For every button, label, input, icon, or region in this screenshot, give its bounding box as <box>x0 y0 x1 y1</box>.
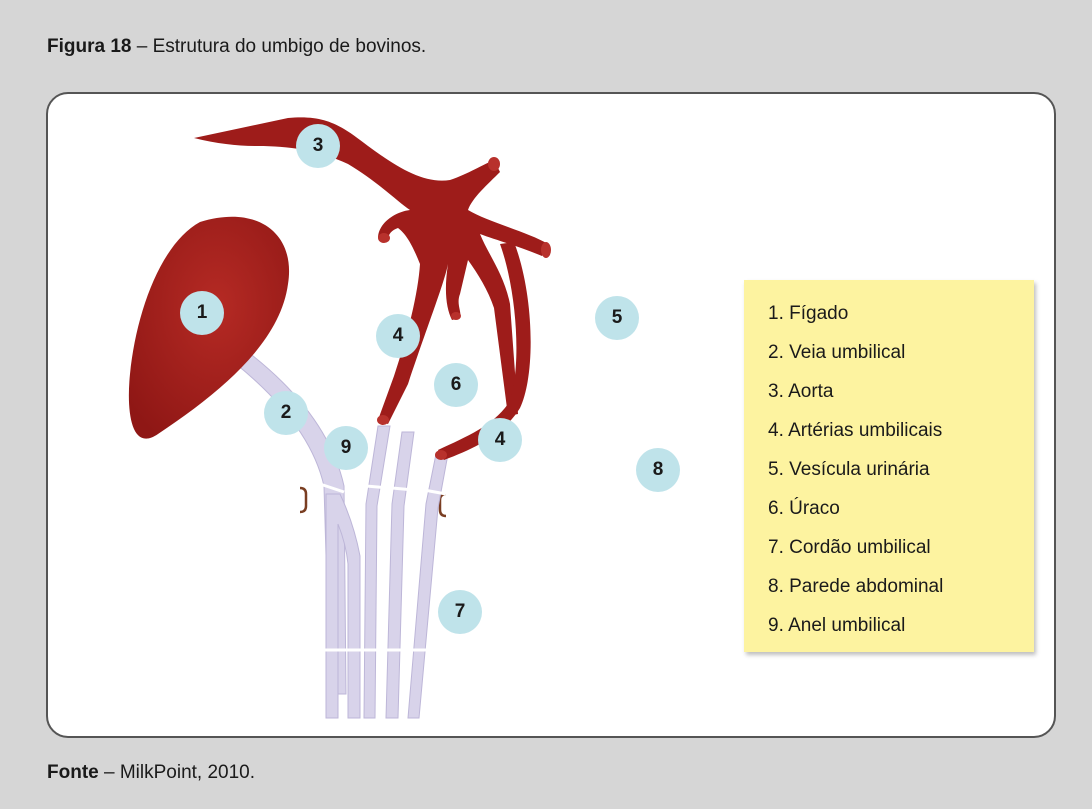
figure-source-text: – MilkPoint, 2010. <box>98 762 256 783</box>
legend-item: 9. Anel umbilical <box>768 615 906 636</box>
legend-item: 6. Úraco <box>768 498 840 519</box>
abdominal-wall-left <box>90 486 308 514</box>
badge-3-aorta: 3 <box>296 124 340 168</box>
badge-6-urachus: 6 <box>434 363 478 407</box>
badge-4-umbilical-artery-right: 4 <box>478 418 522 462</box>
legend-box: 1. Fígado 2. Veia umbilical 3. Aorta 4. … <box>744 280 1034 652</box>
umbilical-cord-tubes <box>325 425 449 719</box>
legend-item: 4. Artérias umbilicais <box>768 420 943 441</box>
figure-caption: Figura 18 – Estrutura do umbigo de bovin… <box>47 36 426 58</box>
legend-item: 2. Veia umbilical <box>768 342 906 363</box>
badge-5-urinary-bladder: 5 <box>595 296 639 340</box>
diagram-panel: 1 2 3 4 4 5 6 7 8 9 1. Fígado 2. Veia um… <box>46 92 1056 738</box>
badge-8-abdominal-wall: 8 <box>636 448 680 492</box>
legend-item: 8. Parede abdominal <box>768 576 944 597</box>
legend-item: 7. Cordão umbilical <box>768 537 931 558</box>
umbilical-arteries <box>377 242 531 460</box>
figure-source: Fonte – MilkPoint, 2010. <box>47 762 255 784</box>
cord-section-breaks <box>316 482 447 652</box>
badge-4-umbilical-artery-left: 4 <box>376 314 420 358</box>
badge-9-umbilical-ring: 9 <box>324 426 368 470</box>
legend-item: 1. Fígado <box>768 303 849 324</box>
aorta <box>194 117 551 424</box>
legend-item: 3. Aorta <box>768 381 834 402</box>
legend-list: 1. Fígado 2. Veia umbilical 3. Aorta 4. … <box>768 294 1034 645</box>
figure-caption-text: – Estrutura do umbigo de bovinos. <box>131 36 427 57</box>
badge-1-liver: 1 <box>180 291 224 335</box>
abdominal-wall-right <box>438 492 656 518</box>
badge-7-umbilical-cord: 7 <box>438 590 482 634</box>
legend-item: 5. Vesícula urinária <box>768 459 930 480</box>
figure-caption-label: Figura 18 <box>47 36 132 57</box>
badge-2-umbilical-vein: 2 <box>264 391 308 435</box>
figure-source-label: Fonte <box>47 762 99 783</box>
